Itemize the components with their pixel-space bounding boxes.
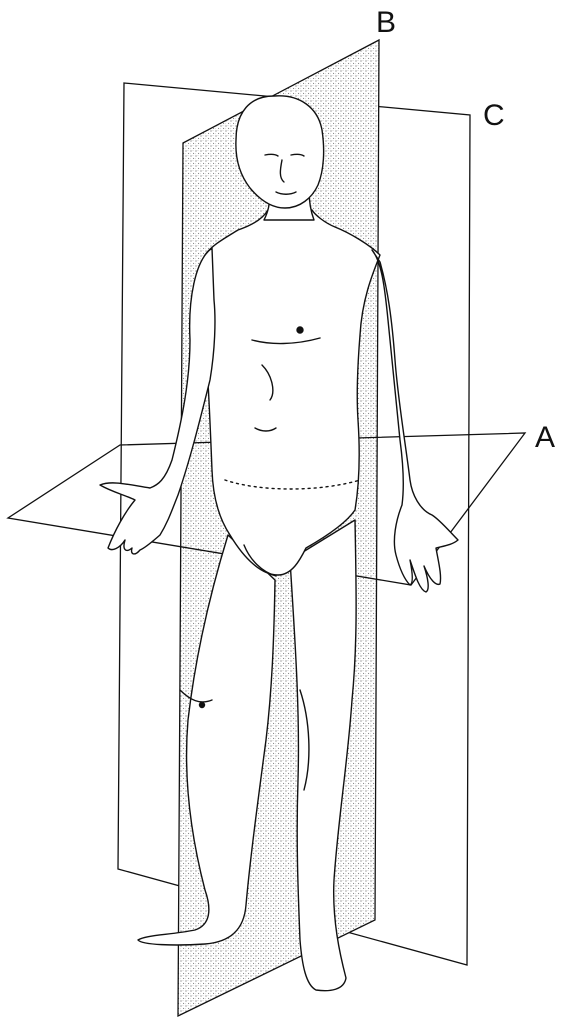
plane-label-a: A (535, 423, 555, 453)
plane-label-b: B (376, 8, 396, 38)
plane-label-c: C (483, 101, 505, 131)
